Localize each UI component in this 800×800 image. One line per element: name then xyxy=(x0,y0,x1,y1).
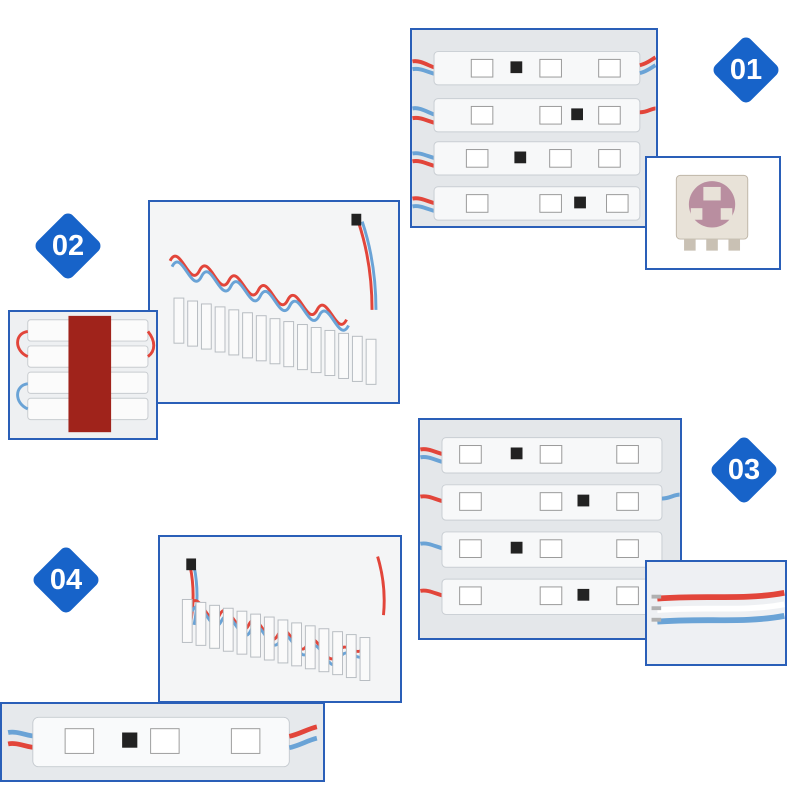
module-row xyxy=(420,484,680,521)
diamond-shape xyxy=(35,213,101,279)
step-badge-01: 01 xyxy=(708,32,784,108)
module-row xyxy=(420,531,663,568)
single-module-photo-04 xyxy=(0,702,325,782)
step-number: 03 xyxy=(727,454,761,486)
step-number: 02 xyxy=(51,230,85,262)
module-row xyxy=(412,98,656,133)
module-chain-image xyxy=(150,202,398,402)
module-closeup-image xyxy=(412,30,656,226)
diamond-shape xyxy=(711,437,777,503)
step-number: 01 xyxy=(729,54,763,86)
adhesive-tape-image xyxy=(10,312,156,438)
single-module-image xyxy=(7,704,318,780)
led-chip-image xyxy=(647,158,779,268)
wire-image xyxy=(647,562,785,664)
module-chain xyxy=(181,598,371,681)
diamond-shape xyxy=(713,37,779,103)
adhesive-back-photo-02 xyxy=(8,310,158,440)
led-chip-inset-photo xyxy=(645,156,781,270)
module-chain xyxy=(168,254,377,385)
module-row xyxy=(412,186,641,221)
module-string-photo-04 xyxy=(158,535,402,703)
step-number: 04 xyxy=(49,564,83,596)
wire-inset-photo-03 xyxy=(645,560,787,666)
module-closeup-image xyxy=(420,420,680,638)
module-chain-image xyxy=(160,537,400,701)
module-string-photo-02 xyxy=(148,200,400,404)
diamond-shape xyxy=(33,547,99,613)
module-row xyxy=(420,437,663,474)
module-row xyxy=(412,141,641,176)
step-badge-03: 03 xyxy=(706,432,782,508)
step-badge-04: 04 xyxy=(28,542,104,618)
module-closeup-photo-01 xyxy=(410,28,658,228)
step-badge-02: 02 xyxy=(30,208,106,284)
module-row xyxy=(420,578,663,615)
module-closeup-photo-03 xyxy=(418,418,682,640)
module-row xyxy=(412,51,656,86)
